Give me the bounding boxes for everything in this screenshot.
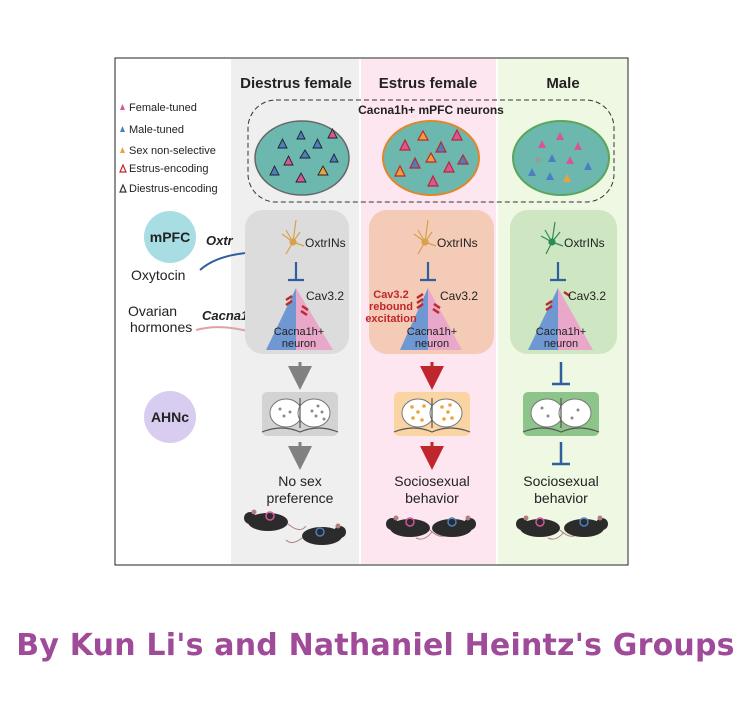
male-ellipse [512,120,610,196]
credit-line: By Kun Li's and Nathaniel Heintz's Group… [16,628,735,663]
male-header: Male [546,75,579,92]
cacna1h-gene-label: Cacna1h [202,308,256,323]
diestrus-header: Diestrus female [240,75,352,92]
male-ahnc-brain-icon [522,392,600,436]
estrus-outcome-1: Sociosexual [394,473,470,489]
male-mice-icon [516,515,608,540]
male-neuron-triangles [528,132,592,182]
male-inhibition-1 [552,362,570,386]
diestrus-oxtrin-cell-icon [281,219,305,255]
male-outcome-1: Sociosexual [523,473,599,489]
male-neuron-pink [558,288,593,350]
diestrus-inhibition [288,262,304,282]
legend-estrus-encoding: Estrus-encoding [129,163,209,175]
diestrus-neuron-label-2: neuron [282,338,316,350]
ahnc-circle [144,391,196,443]
male-cav32-label: Cav3.2 [568,289,606,303]
estrus-oxtrin-cell-icon [413,219,437,255]
estrus-neuron-triangles [394,128,470,187]
estrus-outcome-2: behavior [405,490,459,506]
nonselective-marker [120,147,125,153]
estrus-rebound-3: excitation [365,313,417,325]
estrus-neuron-label-2: neuron [415,338,449,350]
legend: Female-tuned Male-tuned Sex non-selectiv… [119,102,218,195]
male-neuron-label-1: Cacna1h+ [536,326,586,338]
male-neuron-label-2: neuron [544,338,578,350]
male-oxtrin-cell-icon [540,221,564,255]
diestrus-mice-icon [244,509,346,545]
legend-male-tuned: Male-tuned [129,124,184,136]
male-tuned-marker [120,126,125,132]
population-label: Cacna1h+ mPFC neurons [358,103,504,117]
ovarian-label-1: Ovarian [128,303,177,319]
estrus-neuron-blue [400,288,428,350]
oxytocin-label: Oxytocin [131,267,185,283]
diestrus-encoding-marker [119,183,127,193]
population-box [247,99,615,203]
legend-sex-nonselective: Sex non-selective [129,145,216,157]
estrus-circuit-panel [369,210,494,354]
estrus-neuron-label-1: Cacna1h+ [407,326,457,338]
male-cav32-channel-icon [545,290,571,312]
diestrus-neuron-triangles [269,127,339,183]
estrus-cav32-channel-icon [416,292,441,315]
male-inhibition [550,262,566,282]
diestrus-neuron-pink [296,288,333,350]
male-circuit-panel [510,210,617,354]
diestrus-ahnc-brain-icon [261,392,339,436]
diestrus-cav32-label: Cav3.2 [306,289,344,303]
female-tuned-marker [120,104,125,110]
diestrus-outcome-1: No sex [278,473,322,489]
mpfc-label: mPFC [150,229,190,245]
mpfc-circle [144,211,196,263]
legend-diestrus-encoding: Diestrus-encoding [129,183,218,195]
diestrus-neuron-label-1: Cacna1h+ [274,326,324,338]
diestrus-outcome-2: preference [267,490,334,506]
estrus-inhibition [420,262,436,282]
diestrus-cav32-channel-icon [285,294,309,317]
ovarian-label-2: hormones [130,319,192,335]
diestrus-oxtrins-label: OxtrINs [305,236,346,250]
legend-female-tuned: Female-tuned [129,102,197,114]
male-outcome-2: behavior [534,490,588,506]
estrus-header: Estrus female [379,75,477,92]
estrus-rebound-1: Cav3.2 [373,289,408,301]
estrus-oxtrins-label: OxtrINs [437,236,478,250]
ahnc-label: AHNc [151,409,189,425]
oxtr-gene-label: Oxtr [206,233,234,248]
diestrus-circuit-panel [245,210,349,354]
estrus-ahnc-brain-icon [393,392,471,436]
estrus-neuron-pink [428,288,462,350]
male-oxtrins-label: OxtrINs [564,236,605,250]
male-inhibition-2 [552,442,570,466]
estrus-cav32-label: Cav3.2 [440,289,478,303]
estrus-rebound-2: rebound [369,301,413,313]
estrus-encoding-marker [119,163,127,173]
estrus-mice-icon [386,515,476,540]
